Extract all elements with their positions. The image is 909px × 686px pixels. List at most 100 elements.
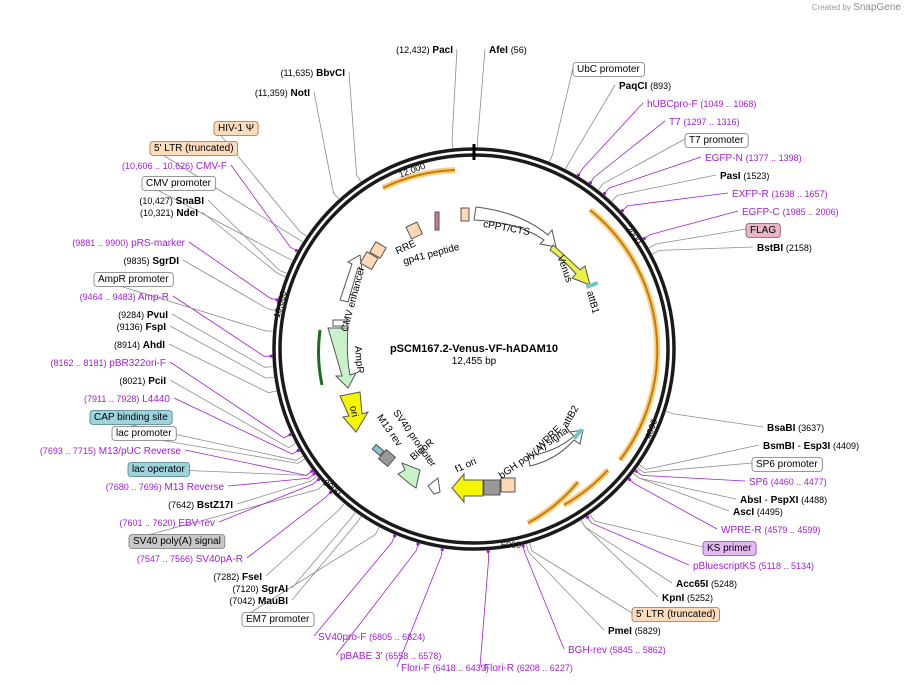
primer-label[interactable]: (9881 .. 9900) pRS-marker bbox=[72, 238, 185, 249]
feature-label-box bbox=[572, 62, 645, 77]
cppt-arrow bbox=[473, 206, 557, 248]
primer-site-mark bbox=[312, 472, 316, 476]
primer-label[interactable]: (8162 .. 8181) pBR322ori-F bbox=[50, 358, 166, 369]
leader-line bbox=[236, 475, 318, 505]
primer-label[interactable]: EGFP-N (1377 .. 1398) bbox=[705, 153, 802, 164]
enzyme-label[interactable]: Acc65I (5248) bbox=[676, 579, 737, 590]
primer-site-mark bbox=[627, 477, 632, 482]
f1ori-arrow bbox=[451, 472, 484, 504]
primer-label[interactable]: (7547 .. 7566) SV40pA-R bbox=[137, 554, 243, 565]
primer-label[interactable]: pBABE 3' (6558 .. 6578) bbox=[340, 651, 441, 662]
primer-site-mark bbox=[288, 433, 292, 437]
leader-line bbox=[169, 379, 296, 449]
enzyme-label[interactable]: BsaBI (3637) bbox=[767, 423, 824, 434]
enzyme-label[interactable]: (11,359) NotI bbox=[255, 88, 310, 99]
primer-label[interactable]: EGFP-C (1985 .. 2006) bbox=[742, 207, 839, 218]
primer-label[interactable]: Flori-R (6208 .. 6227) bbox=[484, 663, 573, 674]
enzyme-label[interactable]: (10,321) NdeI bbox=[140, 208, 198, 219]
enzyme-label[interactable]: (7120) SgrAI bbox=[233, 584, 289, 595]
feature-label-box bbox=[241, 612, 315, 627]
feature-label[interactable]: UbC promoter bbox=[577, 64, 640, 75]
leader-line bbox=[241, 527, 380, 619]
primer-label[interactable]: SV40pro-F (6805 .. 6824) bbox=[318, 632, 425, 643]
primer-label[interactable]: WPRE-R (4579 .. 4599) bbox=[721, 525, 820, 536]
primer-label[interactable]: (9464 .. 9483) Amp-R bbox=[80, 292, 169, 303]
leader-line bbox=[611, 174, 717, 202]
ampr-arrow bbox=[327, 327, 358, 389]
primer-label[interactable]: BGH-rev (5845 .. 5862) bbox=[568, 645, 666, 656]
primer-site-mark bbox=[620, 208, 625, 213]
primer-label[interactable]: (7911 .. 7928) L4440 bbox=[84, 394, 170, 405]
attb2-mark bbox=[572, 428, 584, 440]
primer-site-mark bbox=[275, 298, 279, 302]
leader-line bbox=[589, 120, 666, 184]
enzyme-label[interactable]: KpnI (5252) bbox=[662, 593, 713, 604]
feature-label[interactable]: 5' LTR (truncated) bbox=[636, 609, 716, 620]
primer-label[interactable]: SP6 (4460 .. 4477) bbox=[749, 477, 827, 488]
enzyme-label[interactable]: PmeI (5829) bbox=[608, 626, 661, 637]
feature-label[interactable]: AmpR promoter bbox=[98, 274, 169, 285]
enzyme-label[interactable]: (9284) PvuI bbox=[118, 310, 168, 321]
enzyme-label[interactable]: (8914) AhdI bbox=[114, 340, 165, 351]
arc-wpre-1-core bbox=[563, 469, 609, 506]
primer-label[interactable]: T7 (1297 .. 1316) bbox=[669, 117, 740, 128]
primer-site-mark bbox=[296, 448, 300, 453]
leader-line bbox=[549, 67, 574, 162]
primer-site-mark bbox=[416, 542, 420, 546]
enzyme-label[interactable]: AscI (4495) bbox=[733, 507, 783, 518]
feature-label[interactable]: lac operator bbox=[132, 464, 185, 475]
enzyme-label[interactable]: (8021) PciI bbox=[119, 376, 166, 387]
feature-label[interactable]: CMV promoter bbox=[146, 178, 212, 189]
primer-label[interactable]: pBluescriptKS (5118 .. 5134) bbox=[693, 561, 814, 572]
primer-label[interactable]: (10,606 .. 10,626) CMV-F bbox=[122, 161, 227, 172]
leader-line bbox=[522, 544, 565, 650]
enzyme-label[interactable]: (7042) MauBI bbox=[229, 596, 288, 607]
enzyme-label[interactable]: (9136) FspI bbox=[117, 322, 167, 333]
arc-12000-core bbox=[382, 169, 456, 189]
enzyme-label[interactable]: BsmBI - Esp3I (4409) bbox=[763, 441, 859, 452]
enzyme-label[interactable]: (7282) FseI bbox=[213, 572, 262, 583]
enzyme-label[interactable]: (10,427) SnaBI bbox=[139, 196, 204, 207]
primer-label[interactable]: EXFP-R (1638 .. 1657) bbox=[732, 189, 828, 200]
primer-label[interactable]: Flori-F (6418 .. 6439) bbox=[401, 663, 489, 674]
feature-label[interactable]: FLAG bbox=[750, 225, 776, 236]
attb1-mark bbox=[585, 281, 599, 289]
feature-label[interactable]: CAP binding site bbox=[94, 412, 168, 423]
enzyme-label[interactable]: (9835) SgrDI bbox=[124, 256, 180, 267]
leader-line bbox=[529, 543, 633, 614]
feature-label[interactable]: EM7 promoter bbox=[246, 614, 310, 625]
leader-line bbox=[169, 361, 292, 439]
venus-arrow bbox=[549, 244, 591, 286]
feature-label[interactable]: SV40 poly(A) signal bbox=[133, 536, 221, 547]
feature-label[interactable]: lac promoter bbox=[116, 428, 172, 439]
leader-line bbox=[246, 491, 332, 559]
leader-line bbox=[172, 295, 273, 357]
rre-box bbox=[405, 221, 424, 240]
feature-label[interactable]: SP6 promoter bbox=[756, 459, 818, 470]
enzyme-label[interactable]: (7642) BstZ17I bbox=[168, 500, 233, 511]
primer-label[interactable]: hUBCpro-F (1049 .. 1068) bbox=[647, 99, 756, 110]
sv40pa-box bbox=[377, 448, 397, 468]
feature-label[interactable]: KS primer bbox=[707, 543, 752, 554]
leader-line bbox=[665, 411, 764, 428]
enzyme-label[interactable]: AfeI (56) bbox=[489, 45, 527, 56]
enzyme-label[interactable]: (11,635) BbvCI bbox=[280, 68, 345, 79]
enzyme-label[interactable]: PasI (1523) bbox=[720, 171, 769, 182]
enzyme-label[interactable]: AbsI - PspXI (4488) bbox=[740, 495, 827, 506]
feature-label[interactable]: T7 promoter bbox=[689, 135, 744, 146]
feature-label[interactable]: 5' LTR (truncated) bbox=[154, 143, 234, 154]
cppt-box bbox=[460, 207, 470, 222]
feature-label-box bbox=[111, 426, 177, 441]
enzyme-label[interactable]: PaqCI (893) bbox=[619, 81, 671, 92]
feature-label[interactable]: HIV-1 Ψ bbox=[218, 123, 254, 134]
cmv-box-1 bbox=[359, 251, 379, 271]
primer-site-mark bbox=[440, 547, 444, 552]
leader-line bbox=[201, 211, 286, 277]
inner-feature-label: AmpR bbox=[352, 345, 365, 374]
primer-label[interactable]: (7680 .. 7696) M13 Reverse bbox=[106, 482, 225, 493]
credit: Created by SnapGene bbox=[812, 2, 901, 13]
enzyme-label[interactable]: (12,432) PacI bbox=[396, 45, 453, 56]
primer-label[interactable]: (7601 .. 7620) EBV-rev bbox=[119, 518, 215, 529]
primer-label[interactable]: (7693 .. 7715) M13/pUC Reverse bbox=[40, 446, 182, 457]
enzyme-label[interactable]: BstBI (2158) bbox=[757, 243, 812, 254]
